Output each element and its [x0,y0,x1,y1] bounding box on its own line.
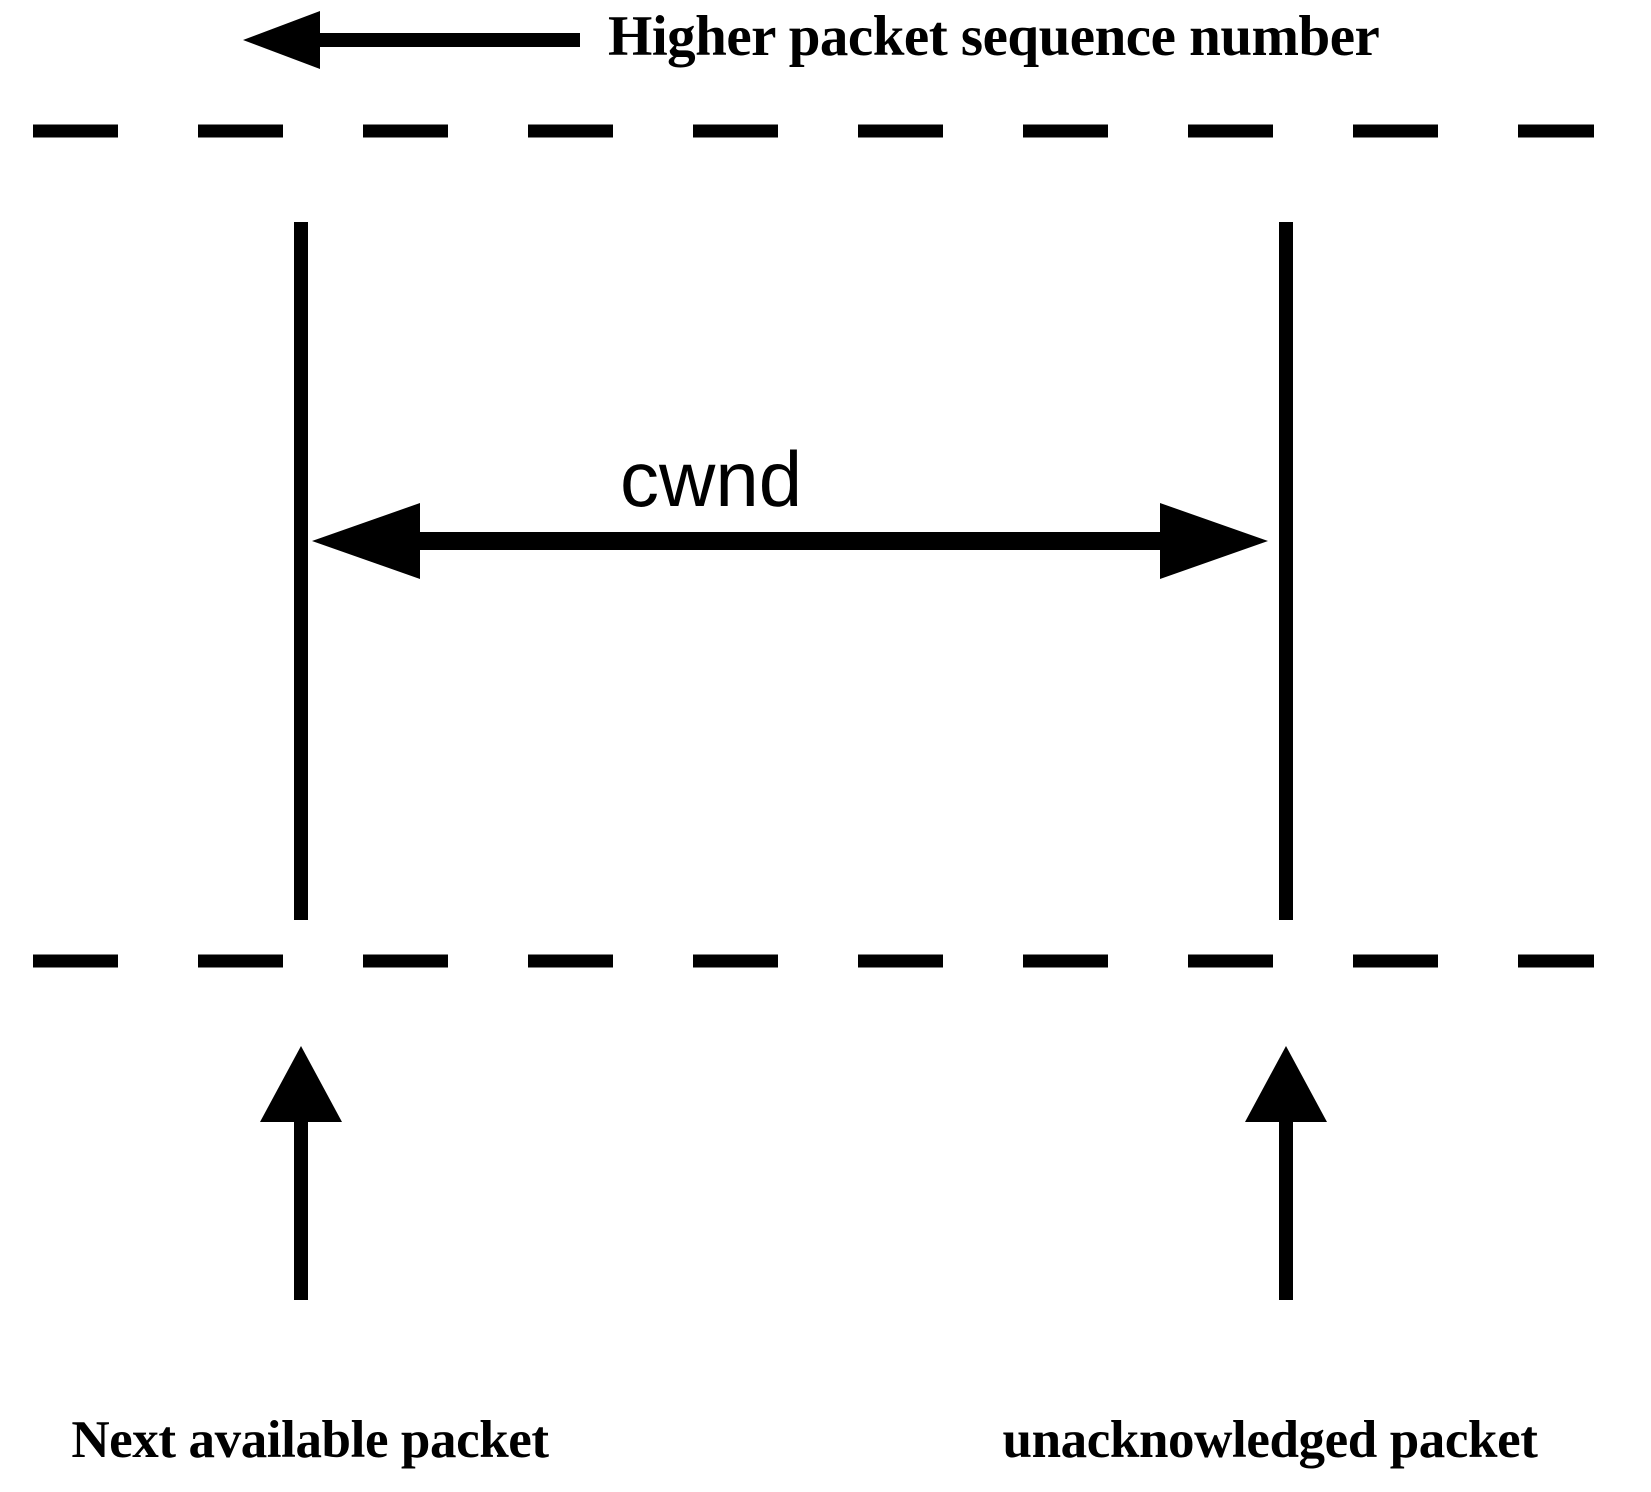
cwnd-double-arrow [312,503,1268,579]
next-available-pointer-shaft [294,1118,308,1300]
higher-sequence-label: Higher packet sequence number [608,5,1380,68]
next-available-pointer-arrow [260,1046,342,1300]
next-available-pointer-head [260,1046,342,1122]
cwnd-arrow-head-left [312,503,420,579]
right-window-edge-line [1279,222,1293,920]
next-available-label: Next available packet sequence number [0,1298,620,1492]
next-available-label-line1: Next available packet [71,1411,549,1470]
left-arrow-shaft [316,33,580,47]
unacknowledged-pointer-arrow [1245,1046,1327,1300]
unacknowledged-pointer-shaft [1279,1118,1293,1300]
left-arrow-head [243,11,320,69]
cwnd-arrow-shaft [414,532,1168,550]
cwnd-label: cwnd [620,435,803,523]
unacknowledged-pointer-head [1245,1046,1327,1122]
cwnd-arrow-head-right [1160,503,1268,579]
left-arrow-higher-sequence [243,11,580,69]
unacknowledged-label-line1: unacknowledged packet [1002,1411,1538,1470]
unacknowledged-label: unacknowledged packet sequence number [890,1298,1650,1492]
left-window-edge-line [294,222,308,920]
